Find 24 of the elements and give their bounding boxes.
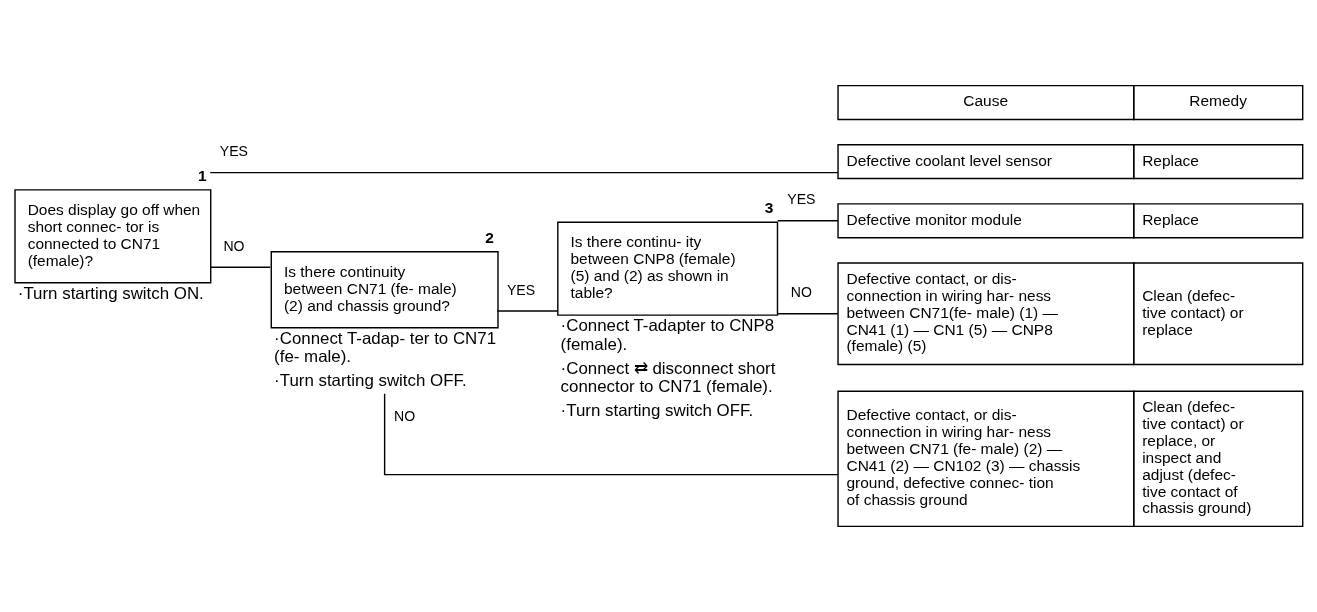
node-label: 3 xyxy=(764,199,774,217)
connector xyxy=(496,310,559,312)
node-label: ·Turn starting switch OFF. xyxy=(274,371,467,391)
connector xyxy=(777,313,839,315)
connector xyxy=(777,220,839,222)
node-label: 2 xyxy=(485,229,494,247)
node-box: Does display go off when short connec- tor is connected to CN71 (female)? xyxy=(14,189,212,284)
node-label: 1 xyxy=(198,167,207,185)
node-label: ·Connect T-adap- ter to CN71 (fe- male). xyxy=(274,329,497,367)
connector xyxy=(383,393,839,476)
edge-label: NO xyxy=(223,237,245,254)
node-label: ·Connect T-adapter to CNP8 (female). xyxy=(560,316,775,354)
node-box: Is there continu- ity between CNP8 (female) (5) and (2) as shown in table? xyxy=(557,221,779,316)
node-label: ·Turn starting switch ON. xyxy=(17,284,204,304)
node-box: Is there continuity between CN71 (fe- male) (2) and chassis ground? xyxy=(270,251,499,329)
connector xyxy=(209,171,839,174)
edge-label: YES xyxy=(506,281,536,298)
edge-label: NO xyxy=(790,284,812,301)
node-label: ·Turn starting switch OFF. xyxy=(560,400,754,420)
edge-label: YES xyxy=(219,143,249,160)
edge-label: NO xyxy=(393,407,416,424)
connector xyxy=(209,266,271,268)
node-label: ·Connect ⇄ disconnect short connector to CN71 (female). xyxy=(560,358,776,397)
edge-label: YES xyxy=(787,191,816,208)
